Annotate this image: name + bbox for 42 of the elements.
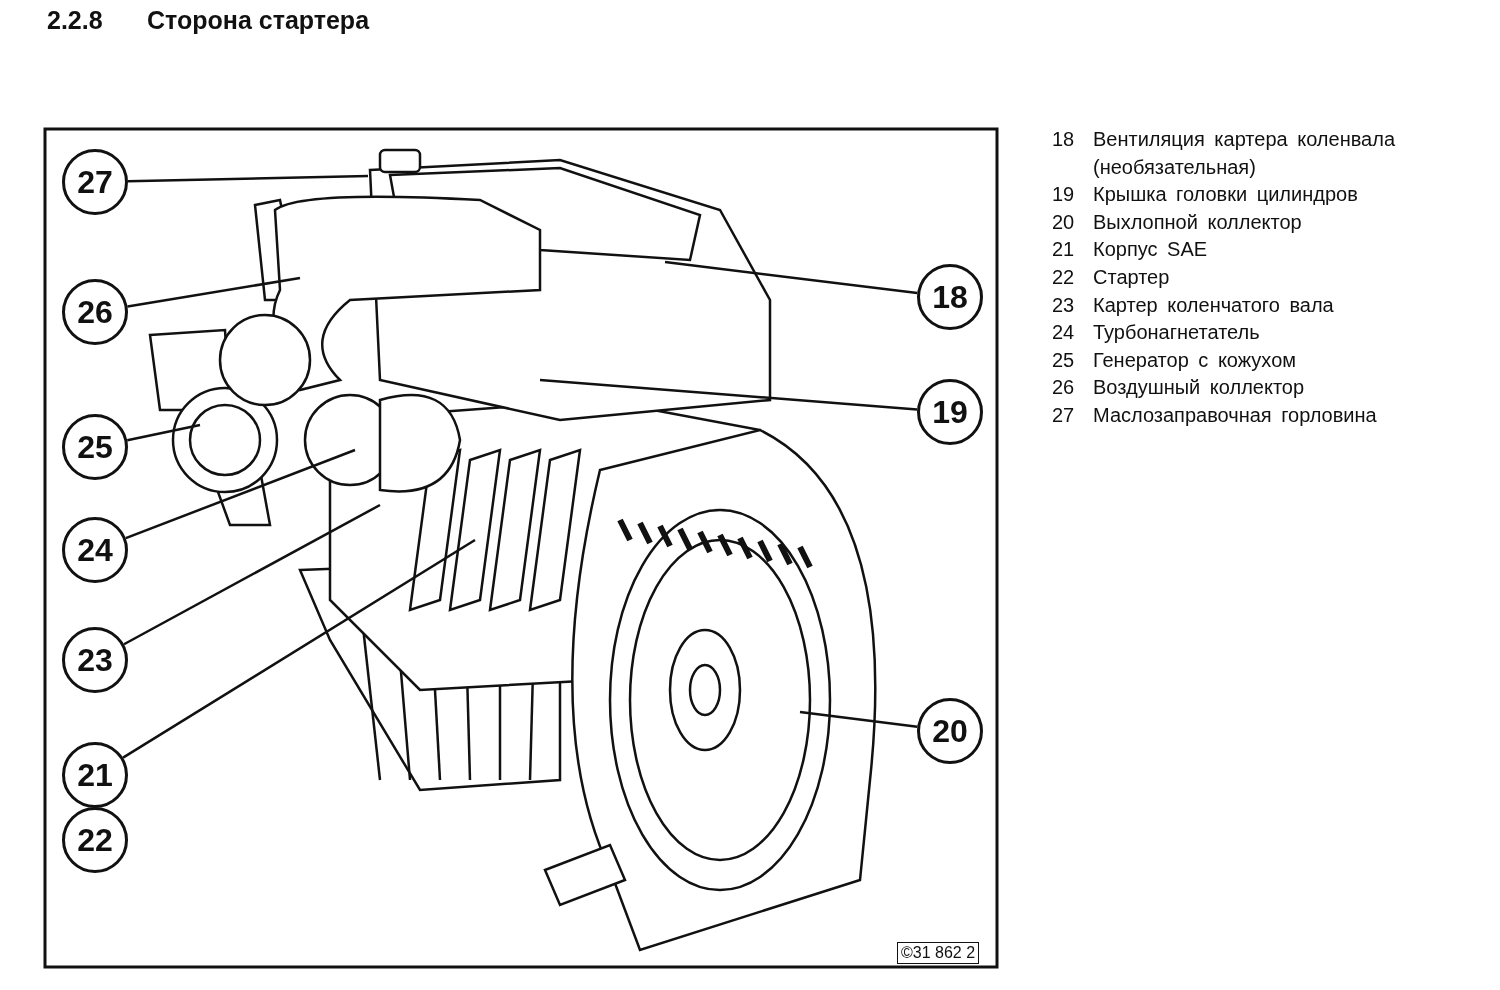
part-number: 21 (1052, 237, 1075, 263)
section-number: 2.2.8 (47, 6, 103, 35)
leader-line (127, 174, 369, 183)
part-name: Вентиляция картера коленвала (необязательная) (1093, 127, 1397, 180)
part-number: 26 (1052, 375, 1075, 401)
callout-number: 23 (77, 641, 113, 679)
callout-number: 27 (77, 163, 113, 201)
leader-line (122, 538, 476, 759)
part-name: Корпус SAE (1093, 237, 1209, 263)
callout-number: 25 (77, 428, 113, 466)
part-name: Стартер (1093, 265, 1171, 290)
part-number: 18 (1052, 127, 1075, 152)
callout-number: 26 (77, 293, 113, 331)
part-name: Крышка головки цилиндров (1093, 182, 1359, 208)
leader-line (664, 260, 918, 295)
part-name: Картер коленчатого вала (1093, 292, 1335, 318)
part-name: Выхлопной коллектор (1093, 209, 1303, 235)
part-number: 27 (1052, 403, 1075, 428)
part-name: Турбонагнетатель (1093, 320, 1261, 346)
leader-line (127, 423, 201, 442)
part-number: 23 (1052, 292, 1075, 318)
leader-line (123, 503, 381, 646)
leader-line (127, 276, 301, 308)
callout-number: 19 (932, 393, 968, 431)
leader-line (125, 448, 356, 540)
leader-line (539, 378, 918, 411)
callout-number: 18 (932, 278, 968, 316)
heading: Сторона стартера (147, 6, 370, 35)
part-number: 22 (1052, 265, 1075, 290)
callout-number: 21 (77, 756, 113, 794)
part-name: Генератор с кожухом (1093, 347, 1297, 373)
figure-number: ©31 862 2 (897, 942, 980, 964)
part-number: 20 (1052, 209, 1075, 235)
part-number: 25 (1052, 347, 1075, 373)
callout-number: 22 (77, 821, 113, 859)
part-name: Воздушный коллектор (1093, 375, 1306, 401)
leader-line (799, 710, 918, 729)
callout-number: 20 (932, 712, 968, 750)
part-name: Маслозаправочная горловина (1093, 403, 1378, 428)
callout-number: 24 (77, 531, 113, 569)
part-number: 24 (1052, 320, 1075, 346)
part-number: 19 (1052, 182, 1075, 208)
